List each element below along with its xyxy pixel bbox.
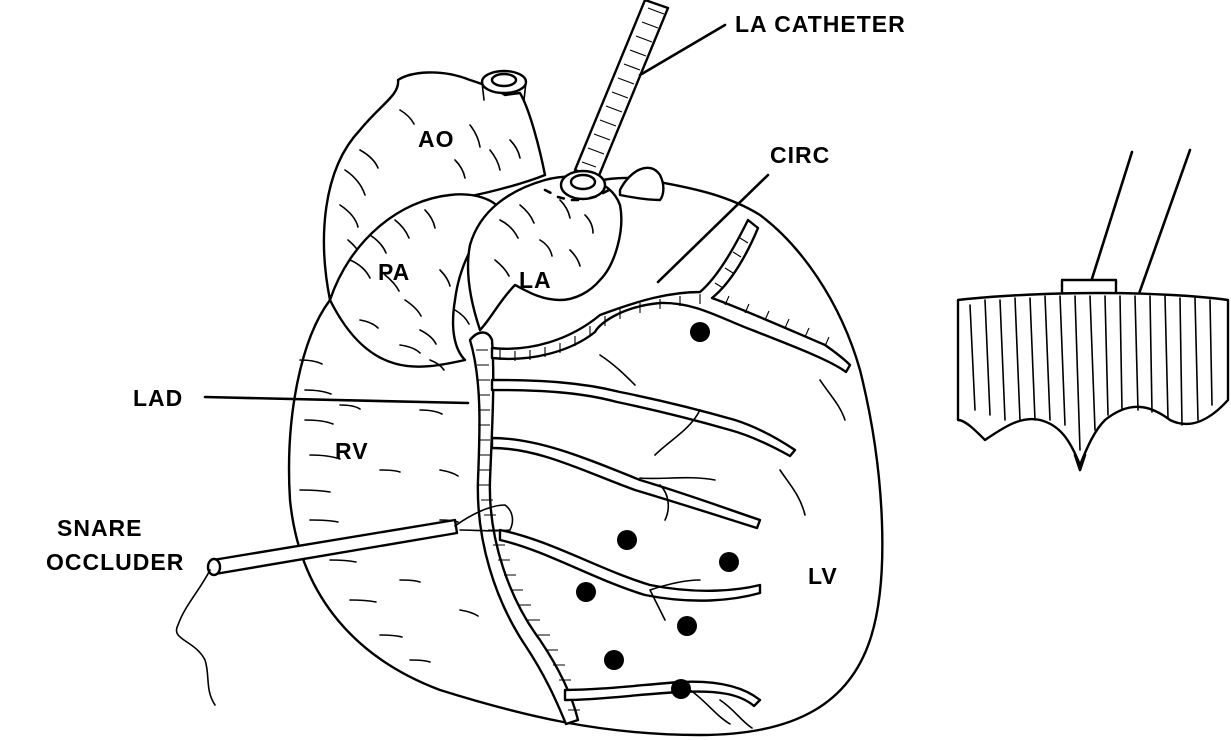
- label-circ: CIRC: [770, 142, 830, 168]
- marker-dot: [671, 679, 691, 699]
- label-ao: AO: [418, 126, 455, 152]
- label-la-catheter: LA CATHETER: [735, 11, 906, 37]
- tissue-inset: [958, 150, 1228, 470]
- marker-dot: [576, 582, 596, 602]
- label-occluder: OCCLUDER: [46, 549, 184, 575]
- la-catheter: [545, 0, 725, 200]
- marker-dot: [677, 616, 697, 636]
- label-rv: RV: [335, 438, 369, 464]
- label-pa: PA: [378, 259, 410, 285]
- label-lv: LV: [808, 563, 838, 589]
- label-la: LA: [519, 267, 552, 293]
- label-lad: LAD: [133, 385, 183, 411]
- marker-dot: [604, 650, 624, 670]
- marker-dot: [719, 552, 739, 572]
- marker-dot: [617, 530, 637, 550]
- label-snare: SNARE: [57, 515, 143, 541]
- marker-dot: [690, 322, 710, 342]
